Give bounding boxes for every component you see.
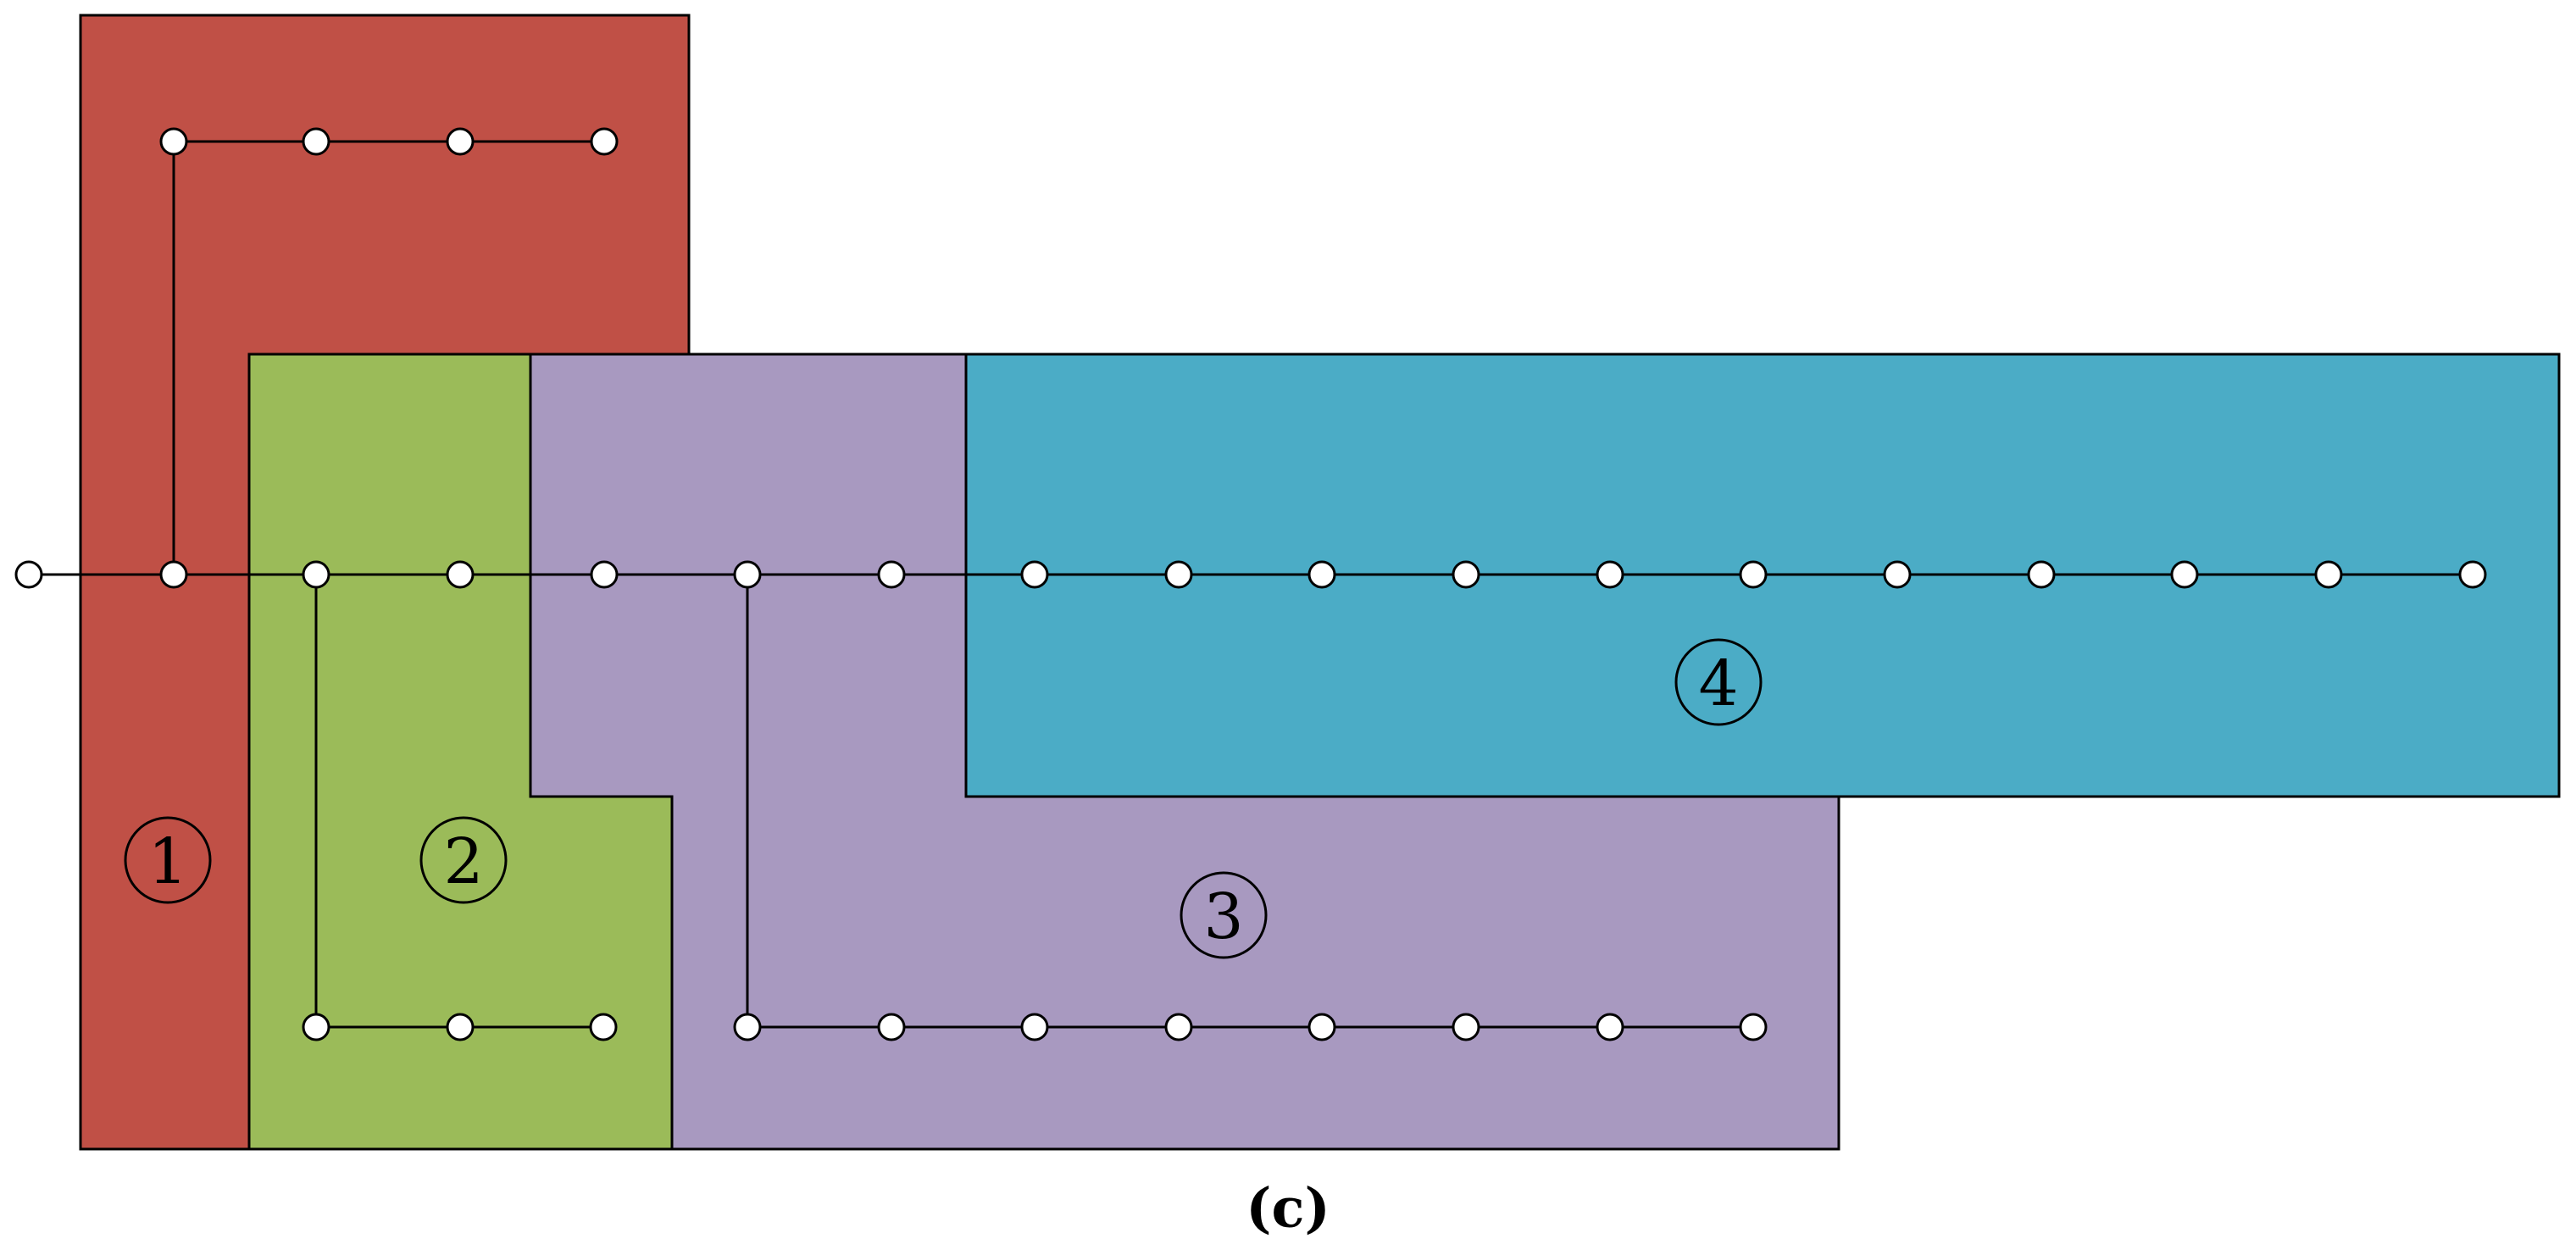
- zone-2-label: 2: [443, 825, 483, 898]
- network-nodes: [14, 127, 2487, 1041]
- zone-1-label: 1: [147, 825, 187, 898]
- zone-4-label: 4: [1698, 647, 1738, 720]
- figure-caption: (c): [1246, 1177, 1330, 1241]
- main-feeder-node-8: [1020, 560, 1049, 589]
- main-feeder-node-17: [2314, 560, 2343, 589]
- zone-2-ring: [419, 816, 508, 904]
- main-feeder-node-14: [1883, 560, 1912, 589]
- zone-3-ring: [1180, 871, 1268, 959]
- branch-3-node-4: [1164, 1013, 1193, 1041]
- branch-3-node-5: [1307, 1013, 1336, 1041]
- zone-2-region: [247, 353, 674, 1151]
- main-feeder-node-10: [1307, 560, 1336, 589]
- branch-3-node-3: [1020, 1013, 1049, 1041]
- main-feeder-node-16: [2170, 560, 2199, 589]
- branch-2-node-1: [302, 1013, 330, 1041]
- main-feeder-node-18: [2458, 560, 2487, 589]
- zone-1-label-marker: 1: [124, 816, 212, 904]
- main-feeder-node-1: [14, 560, 43, 589]
- branch-1-node-5: [590, 127, 619, 156]
- main-feeder-node-6: [733, 560, 762, 589]
- zone-3-label-marker: 3: [1180, 871, 1268, 959]
- zone-1-ring: [124, 816, 212, 904]
- main-feeder-node-3: [302, 560, 330, 589]
- main-feeder-node-9: [1164, 560, 1193, 589]
- branch-2-node-2: [446, 1013, 475, 1041]
- branch-1-node-3: [302, 127, 330, 156]
- branch-2-node-3: [589, 1013, 618, 1041]
- main-feeder-node-4: [446, 560, 475, 589]
- branch-3-node-8: [1739, 1013, 1768, 1041]
- main-feeder-node-5: [590, 560, 619, 589]
- branch-3-node-7: [1596, 1013, 1624, 1041]
- main-feeder-node-12: [1596, 560, 1624, 589]
- branch-3-node-2: [877, 1013, 906, 1041]
- main-feeder-node-7: [877, 560, 906, 589]
- zone-labels: 1 2 3 4: [124, 638, 1763, 959]
- zone-3-label: 3: [1203, 880, 1243, 953]
- zone-4-label-marker: 4: [1674, 638, 1763, 726]
- branch-3-node-6: [1452, 1013, 1480, 1041]
- main-feeder-node-11: [1452, 560, 1480, 589]
- branch-1-node-4: [446, 127, 475, 156]
- main-feeder-node-2: [159, 560, 188, 589]
- main-feeder-node-13: [1739, 560, 1768, 589]
- branch-3-node-1: [733, 1013, 762, 1041]
- zone-2-label-marker: 2: [419, 816, 508, 904]
- zone-4-ring: [1674, 638, 1763, 726]
- main-feeder-node-15: [2027, 560, 2056, 589]
- branch-1-node-2: [159, 127, 188, 156]
